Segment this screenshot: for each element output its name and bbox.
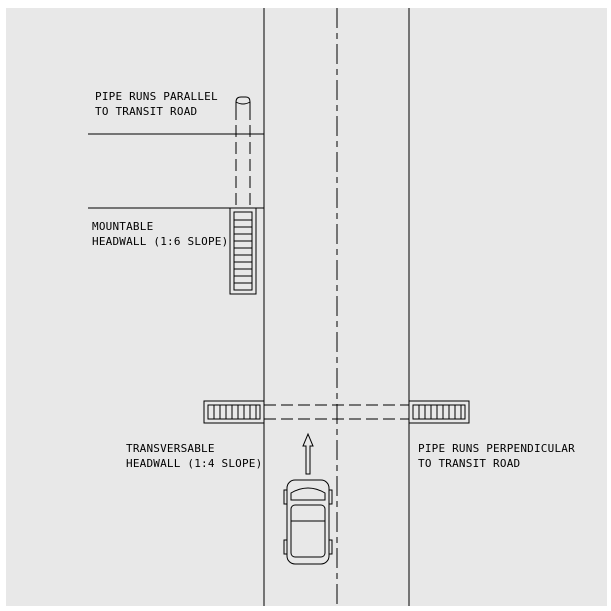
car-top-view-icon xyxy=(283,479,333,565)
mountable-headwall-rungs xyxy=(234,219,252,284)
up-arrow-icon xyxy=(302,432,314,475)
mountable-label-line2: HEADWALL (1:6 SLOPE) xyxy=(92,235,228,248)
transversable-label-line2: HEADWALL (1:4 SLOPE) xyxy=(126,457,262,470)
pipe-perpendicular-label-line2: TO TRANSIT ROAD xyxy=(418,457,520,470)
pipe-perpendicular-label-line1: PIPE RUNS PERPENDICULAR xyxy=(418,442,575,455)
right-headwall-rungs xyxy=(418,405,462,419)
drawing-background xyxy=(6,8,607,606)
mountable-headwall xyxy=(229,207,257,295)
transversable-headwall-left xyxy=(203,400,265,424)
parallel-pipe xyxy=(235,96,251,210)
perpendicular-pipe xyxy=(264,404,409,420)
transversable-label-line1: TRANSVERSABLE xyxy=(126,442,215,455)
left-headwall-rungs xyxy=(213,405,257,419)
pipe-end-symbol xyxy=(235,96,251,108)
mountable-label-line1: MOUNTABLE xyxy=(92,220,153,233)
transversable-headwall-right xyxy=(408,400,470,424)
pipe-parallel-label-line2: TO TRANSIT ROAD xyxy=(95,105,197,118)
pipe-parallel-label-line1: PIPE RUNS PARALLEL xyxy=(95,90,218,103)
